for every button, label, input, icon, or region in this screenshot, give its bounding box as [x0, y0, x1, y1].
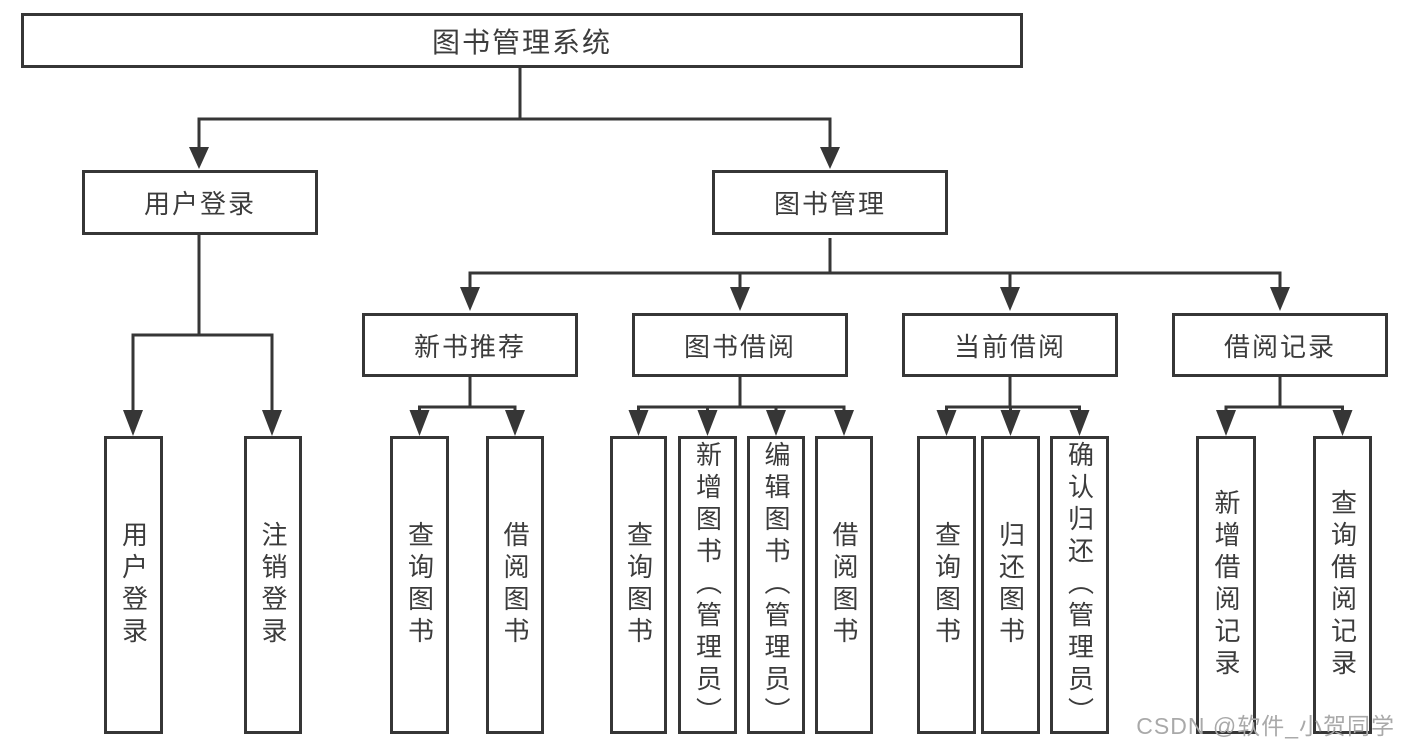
node-current-borrowing: 当前借阅 — [902, 313, 1118, 377]
leaf-add-borrow-record: 新增借阅记录 — [1196, 436, 1256, 734]
node-book-borrowing: 图书借阅 — [632, 313, 848, 377]
leaf-query-books-current-label: 查询图书 — [931, 521, 962, 649]
leaf-query-books-recommend: 查询图书 — [390, 436, 449, 734]
leaf-user-login: 用户登录 — [104, 436, 163, 734]
leaf-query-borrow-record: 查询借阅记录 — [1313, 436, 1372, 734]
leaf-query-books-borrowing-label: 查询图书 — [623, 521, 654, 649]
node-current-borrowing-label: 当前借阅 — [953, 331, 1066, 362]
leaf-return-books: 归还图书 — [981, 436, 1040, 734]
leaf-confirm-return-admin: 确认归还（管理员） — [1050, 436, 1109, 734]
leaf-user-login-label: 用户登录 — [118, 521, 149, 649]
node-new-book-recommend-label: 新书推荐 — [413, 331, 526, 362]
node-user-login: 用户登录 — [82, 170, 318, 235]
leaf-query-books-current: 查询图书 — [917, 436, 976, 734]
leaf-add-books-admin-label: 新增图书（管理员） — [692, 441, 723, 729]
leaf-return-books-label: 归还图书 — [995, 521, 1026, 649]
arrowheads — [123, 147, 1353, 436]
leaf-edit-books-admin: 编辑图书（管理员） — [747, 436, 805, 734]
leaf-add-borrow-record-label: 新增借阅记录 — [1211, 489, 1241, 681]
leaf-edit-books-admin-label: 编辑图书（管理员） — [761, 441, 791, 729]
leaf-logout-login-label: 注销登录 — [258, 521, 288, 649]
leaf-logout-login: 注销登录 — [244, 436, 302, 734]
node-library-system: 图书管理系统 — [21, 13, 1023, 68]
leaf-borrow-books-borrowing-label: 借阅图书 — [829, 521, 859, 649]
node-new-book-recommend: 新书推荐 — [362, 313, 578, 377]
node-borrowing-records-label: 借阅记录 — [1223, 331, 1336, 362]
node-library-system-label: 图书管理系统 — [431, 26, 612, 58]
node-borrowing-records: 借阅记录 — [1172, 313, 1388, 377]
node-book-management-label: 图书管理 — [773, 189, 886, 219]
leaf-query-borrow-record-label: 查询借阅记录 — [1327, 489, 1358, 681]
leaf-borrow-books-recommend: 借阅图书 — [486, 436, 544, 734]
node-user-login-label: 用户登录 — [143, 189, 256, 219]
leaf-borrow-books-borrowing: 借阅图书 — [815, 436, 873, 734]
node-book-borrowing-label: 图书借阅 — [683, 331, 796, 362]
leaf-confirm-return-admin-label: 确认归还（管理员） — [1064, 441, 1095, 729]
leaf-add-books-admin: 新增图书（管理员） — [678, 436, 737, 734]
leaf-borrow-books-recommend-label: 借阅图书 — [500, 521, 530, 649]
leaf-query-books-borrowing: 查询图书 — [610, 436, 667, 734]
csdn-watermark: CSDN @软件_小贺同学 — [1136, 713, 1395, 739]
leaf-query-books-recommend-label: 查询图书 — [404, 521, 435, 649]
node-book-management: 图书管理 — [712, 170, 948, 235]
